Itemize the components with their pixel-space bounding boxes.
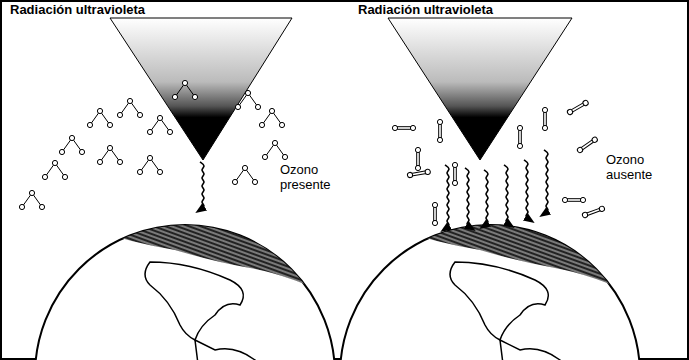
oxygen-molecule: [542, 107, 547, 130]
earth-globe: [35, 221, 340, 360]
oxygen-molecule: [432, 202, 437, 225]
ozone-molecule: [19, 190, 44, 209]
oxygen-molecule: [562, 197, 585, 202]
uv-ray: [504, 165, 510, 225]
oxygen-molecule: [415, 147, 420, 170]
uv-ray: [200, 162, 204, 210]
earth-globe: [340, 221, 645, 360]
oxygen-molecule: [452, 162, 457, 185]
uv-arrow: [110, 18, 292, 160]
uv-ray: [465, 168, 471, 228]
ozone-molecule: [42, 160, 67, 179]
ozone-molecule: [137, 155, 162, 174]
ozone-molecule: [59, 135, 84, 154]
uv-ray: [445, 165, 449, 229]
ozone-molecule: [172, 80, 197, 99]
ozone-molecule: [97, 145, 122, 164]
ozone-molecule: [117, 98, 142, 117]
oxygen-molecule: [582, 206, 606, 219]
ozone-molecule: [87, 108, 112, 127]
uv-ray: [524, 160, 530, 220]
ozone-molecule: [262, 140, 287, 159]
oxygen-molecule: [517, 125, 522, 148]
oxygen-molecule: [392, 125, 415, 130]
uv-ray: [544, 150, 548, 214]
oxygen-molecule: [437, 119, 442, 142]
oxygen-molecule: [407, 169, 431, 178]
ozone-label: Ozono presente: [280, 163, 346, 193]
radiation-label: Radiación ultravioleta: [358, 3, 493, 18]
ozone-molecule: [259, 108, 284, 127]
oxygen-molecule: [566, 99, 589, 115]
ozone-molecule: [232, 165, 257, 184]
radiation-label: Radiación ultravioleta: [10, 3, 145, 18]
ozone-molecule: [147, 115, 172, 134]
ozone-label: Ozono ausente: [606, 153, 672, 183]
uv-ray: [484, 170, 488, 226]
uv-arrow: [388, 18, 572, 160]
ozone-molecule: [235, 90, 260, 109]
oxygen-molecule: [576, 136, 598, 154]
